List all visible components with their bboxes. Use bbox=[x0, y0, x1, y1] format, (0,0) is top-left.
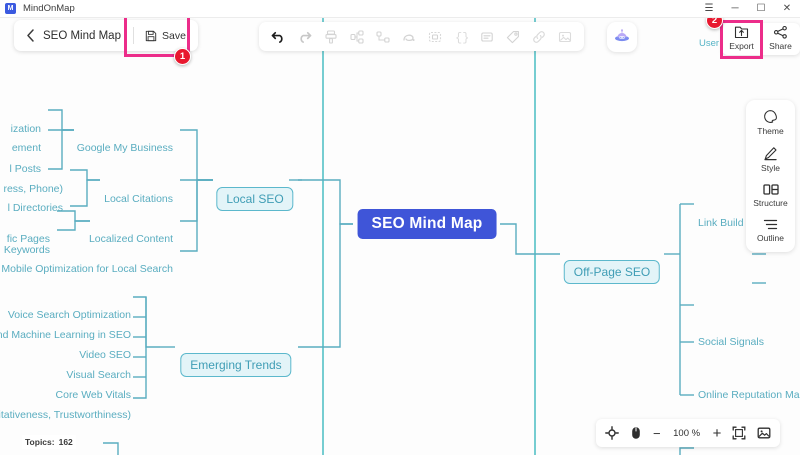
divider bbox=[132, 27, 134, 44]
mindmap-connectors bbox=[48, 109, 766, 455]
node-visual-search[interactable]: Visual Search bbox=[66, 369, 131, 381]
zoom-in-button[interactable]: + bbox=[712, 424, 722, 442]
node-core-web-vitals[interactable]: Core Web Vitals bbox=[55, 389, 131, 401]
share-button[interactable]: Share bbox=[761, 23, 800, 51]
node-link-building[interactable]: Link Build bbox=[698, 217, 744, 229]
panel-item-structure[interactable]: Structure bbox=[746, 183, 795, 208]
export-button[interactable]: Export bbox=[722, 23, 761, 51]
mindmap-canvas[interactable]: SEO Mind Map Local SEO Emerging Trends O… bbox=[0, 18, 800, 455]
svg-text:{}: {} bbox=[455, 31, 468, 44]
format-painter-icon[interactable] bbox=[319, 25, 342, 48]
close-icon[interactable]: ✕ bbox=[782, 3, 792, 14]
relationship-icon[interactable] bbox=[397, 25, 420, 48]
node-clipped-keywords[interactable]: Keywords bbox=[3, 244, 50, 256]
node-clipped-address-phone[interactable]: ress, Phone) bbox=[3, 183, 63, 195]
zoom-toolbar: − 100 % + bbox=[596, 419, 781, 447]
topic-node-local-seo[interactable]: Local SEO bbox=[216, 187, 294, 211]
app-title: MindOnMap bbox=[23, 3, 75, 14]
panel-item-outline[interactable]: Outline bbox=[746, 218, 795, 243]
floppy-disk-icon bbox=[145, 30, 157, 42]
topics-count: 162 bbox=[58, 437, 73, 447]
top-right-actions: Export Share bbox=[722, 23, 800, 55]
node-social-signals[interactable]: Social Signals bbox=[698, 336, 764, 348]
maximize-icon[interactable]: ☐ bbox=[756, 3, 766, 14]
share-label: Share bbox=[769, 41, 792, 51]
mouse-pointer-icon[interactable] bbox=[630, 426, 642, 440]
note-icon[interactable] bbox=[475, 25, 498, 48]
annotation-badge-1: 1 bbox=[174, 48, 191, 65]
node-clipped-management[interactable]: ement bbox=[11, 142, 41, 154]
image-preview-icon[interactable] bbox=[757, 426, 771, 440]
panel-label-outline: Outline bbox=[757, 233, 784, 243]
theme-icon bbox=[763, 109, 778, 124]
user-label[interactable]: User bbox=[699, 38, 720, 49]
document-name[interactable]: SEO Mind Map bbox=[43, 29, 121, 42]
window-controls: ☰ ─ ☐ ✕ bbox=[696, 0, 800, 18]
center-focus-icon[interactable] bbox=[605, 426, 619, 440]
undo-icon[interactable] bbox=[267, 25, 290, 48]
node-clipped-optimization[interactable]: ization bbox=[10, 123, 41, 135]
redo-icon[interactable] bbox=[293, 25, 316, 48]
tag-icon[interactable] bbox=[501, 25, 524, 48]
save-button[interactable]: Save bbox=[145, 30, 186, 42]
alignment-guide-left bbox=[322, 18, 324, 455]
edit-toolbar: {} bbox=[259, 22, 584, 51]
link-icon[interactable] bbox=[527, 25, 550, 48]
structure-icon bbox=[762, 183, 779, 196]
panel-item-style[interactable]: Style bbox=[746, 146, 795, 173]
zoom-level-value: 100 % bbox=[673, 427, 701, 439]
boundary-icon[interactable] bbox=[423, 25, 446, 48]
zoom-out-button[interactable]: − bbox=[653, 425, 661, 441]
node-voice-search-optimization[interactable]: Voice Search Optimization bbox=[7, 309, 131, 321]
alignment-guide-right bbox=[534, 18, 536, 455]
right-tool-panel: Theme Style Structure bbox=[746, 100, 795, 252]
hamburger-menu-icon[interactable]: ☰ bbox=[704, 3, 714, 14]
window-title-bar: M MindOnMap ☰ ─ ☐ ✕ bbox=[0, 0, 800, 18]
summary-icon[interactable]: {} bbox=[449, 25, 472, 48]
node-local-citations[interactable]: Local Citations bbox=[104, 193, 173, 205]
node-localized-content[interactable]: Localized Content bbox=[88, 233, 173, 245]
ai-assistant-button[interactable] bbox=[607, 22, 637, 52]
fit-screen-icon[interactable] bbox=[732, 426, 746, 440]
document-bar: SEO Mind Map Save bbox=[14, 20, 198, 51]
export-label: Export bbox=[729, 41, 754, 51]
share-icon bbox=[773, 25, 788, 40]
chevron-left-icon[interactable] bbox=[26, 29, 35, 42]
node-eat-trustworthiness[interactable]: horitativeness, Trustworthiness) bbox=[0, 409, 131, 421]
root-node[interactable]: SEO Mind Map bbox=[357, 209, 497, 239]
node-mobile-optimization-local-search[interactable]: Mobile Optimization for Local Search bbox=[1, 263, 173, 275]
node-ai-machine-learning-seo[interactable]: I and Machine Learning in SEO bbox=[0, 329, 131, 341]
topic-node-emerging-trends[interactable]: Emerging Trends bbox=[180, 353, 292, 377]
image-icon[interactable] bbox=[553, 25, 576, 48]
topics-label: Topics: bbox=[25, 437, 55, 447]
minimize-icon[interactable]: ─ bbox=[731, 3, 739, 14]
app-logo-icon: M bbox=[5, 3, 16, 14]
save-label: Save bbox=[161, 29, 186, 42]
panel-label-structure: Structure bbox=[753, 198, 788, 208]
panel-label-style: Style bbox=[761, 163, 780, 173]
node-video-seo[interactable]: Video SEO bbox=[79, 349, 131, 361]
panel-label-theme: Theme bbox=[757, 126, 784, 136]
node-online-reputation-management[interactable]: Online Reputation Ma bbox=[698, 389, 800, 401]
node-clipped-directories[interactable]: l Directories bbox=[7, 202, 63, 214]
node-google-my-business[interactable]: Google My Business bbox=[76, 142, 173, 154]
ai-robot-icon bbox=[613, 29, 631, 45]
pen-style-icon bbox=[763, 146, 778, 161]
add-subtopic-icon[interactable] bbox=[345, 25, 368, 48]
node-clipped-specific-pages[interactable]: fic Pages bbox=[6, 233, 50, 245]
outline-icon bbox=[763, 218, 778, 231]
topic-node-off-page-seo[interactable]: Off-Page SEO bbox=[563, 260, 661, 284]
export-icon bbox=[734, 25, 749, 40]
add-child-topic-icon[interactable] bbox=[371, 25, 394, 48]
status-bar: Topics: 162 bbox=[22, 435, 76, 449]
panel-item-theme[interactable]: Theme bbox=[746, 109, 795, 136]
node-clipped-posts[interactable]: l Posts bbox=[9, 163, 41, 175]
